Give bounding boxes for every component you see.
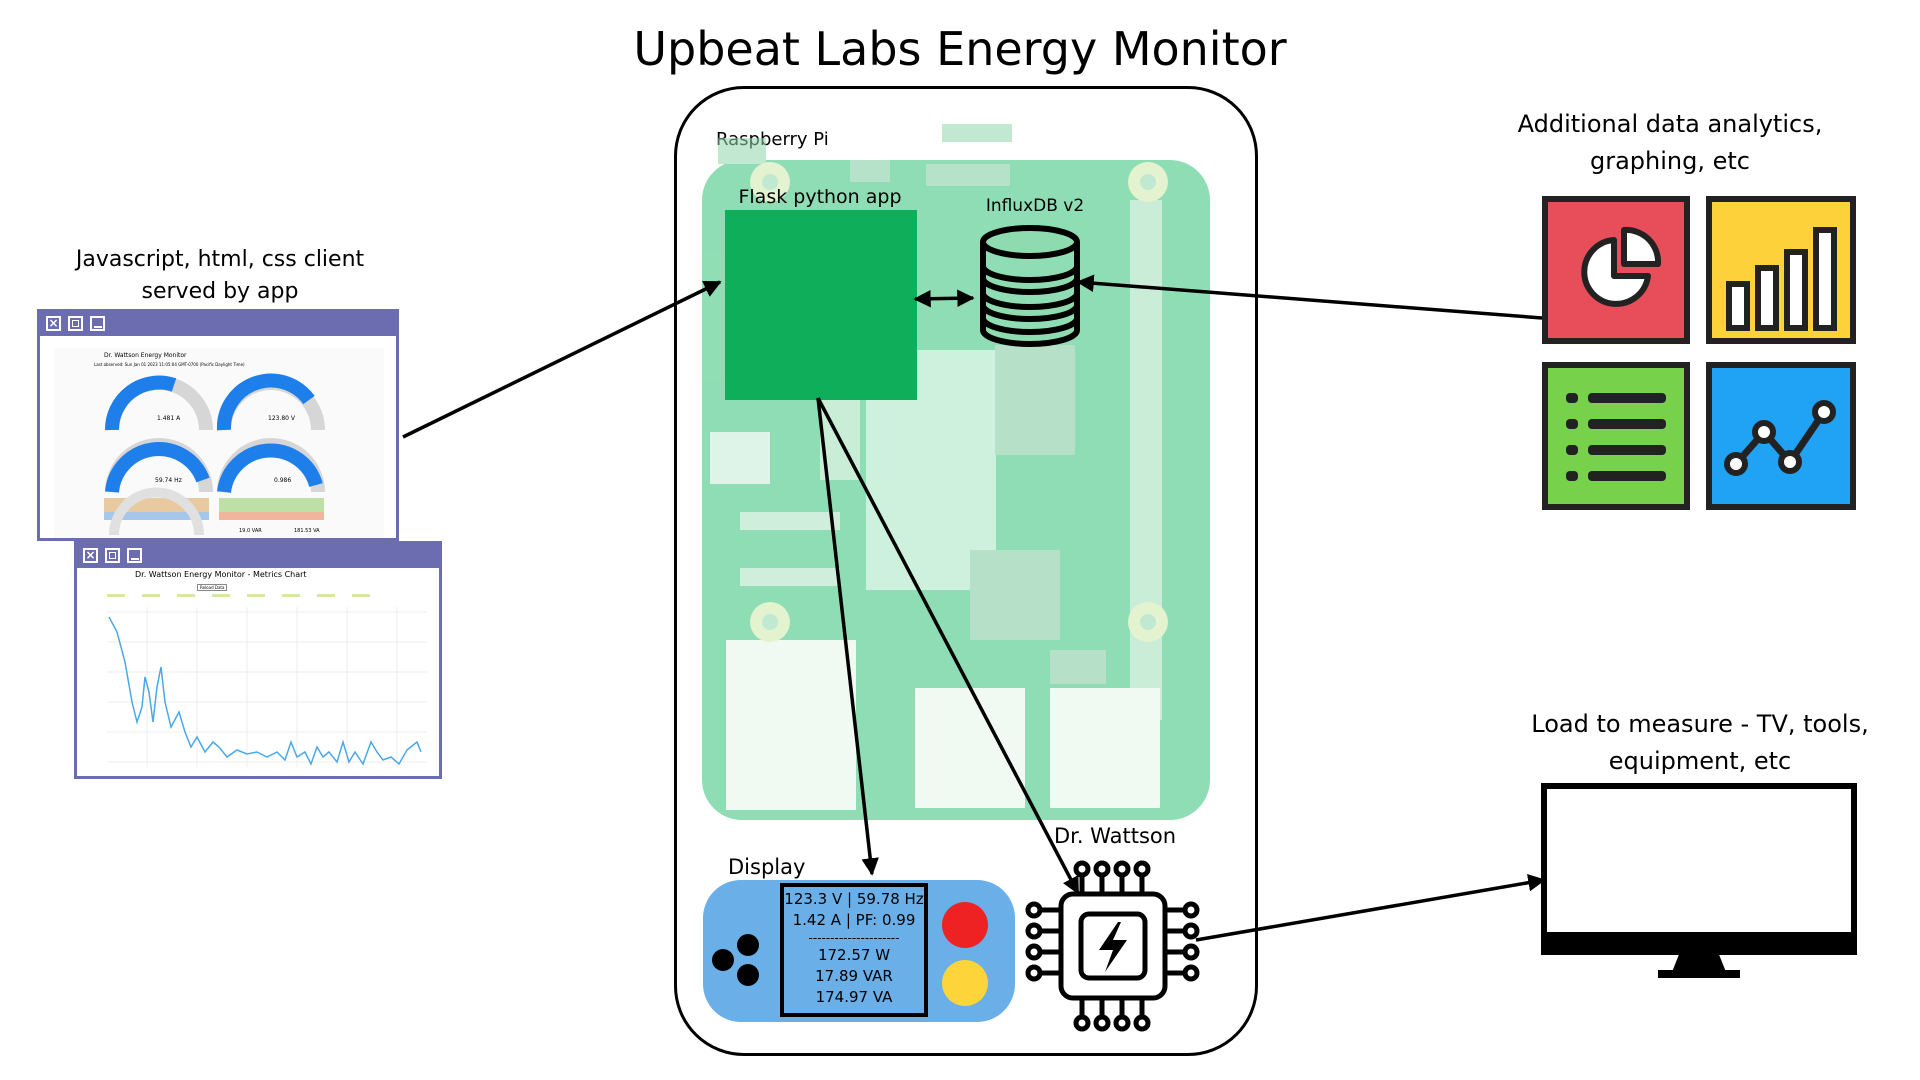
- influxdb-label: InfluxDB v2: [985, 196, 1085, 216]
- reload-data-button[interactable]: Reload Data: [197, 584, 228, 591]
- reading-var: 19.0 VAR: [239, 528, 262, 534]
- monitor-icon: [1541, 783, 1857, 978]
- list-icon: [1566, 393, 1666, 481]
- arrow-wattson-to-load: [1195, 874, 1546, 942]
- dr-wattson-label: Dr. Wattson: [1053, 824, 1177, 848]
- flask-app-label: Flask python app: [738, 186, 902, 208]
- client-label-line2: served by app: [141, 279, 299, 304]
- analytics-label-line1: Additional data analytics,: [1517, 110, 1823, 138]
- dashboard-subheading: Last observed: Sun Jan 01 2023 11:05:04 …: [94, 362, 245, 367]
- display-line-separator: ---------------------: [808, 931, 900, 945]
- metrics-chart: [107, 594, 427, 767]
- dashboard-gauges: [104, 373, 325, 535]
- database-icon: [980, 225, 1080, 347]
- display-line-current-pf: 1.42 A | PF: 0.99: [792, 911, 916, 929]
- client-window-chart: × Dr. Wattson Energy Monitor - Metrics C…: [74, 541, 442, 779]
- bar-chart-icon: [1726, 227, 1837, 331]
- flask-app-box: [725, 210, 917, 400]
- arrow-flask-to-wattson: [816, 397, 1080, 895]
- raspberry-pi-container: [674, 86, 1258, 1056]
- maximize-icon[interactable]: [105, 548, 120, 563]
- arrow-flask-to-display: [816, 397, 879, 876]
- chip-icon: [1025, 860, 1200, 1032]
- display-line-voltage-frequency: 123.3 V | 59.78 Hz: [784, 890, 924, 908]
- minimize-icon[interactable]: [127, 548, 142, 563]
- maximize-icon[interactable]: [68, 316, 83, 331]
- gauge-frequency-value: 59.74 Hz: [155, 477, 182, 484]
- arrow-analytics-to-influx: [1076, 274, 1543, 320]
- pie-chart-icon: [1581, 226, 1662, 307]
- arrow-client-to-flask: [402, 280, 722, 439]
- display-screen: 123.3 V | 59.78 Hz 1.42 A | PF: 0.99 ---…: [780, 883, 928, 1017]
- display-dpad: [710, 934, 770, 1000]
- gauge-power-factor-value: 0.986: [274, 477, 292, 484]
- dashboard-heading: Dr. Wattson Energy Monitor: [104, 352, 187, 359]
- chart-window-heading: Dr. Wattson Energy Monitor - Metrics Cha…: [135, 570, 307, 579]
- display-line-va: 174.97 VA: [815, 988, 893, 1006]
- analytics-label-line2: graphing, etc: [1590, 147, 1750, 175]
- display-label: Display: [728, 855, 806, 879]
- close-icon[interactable]: ×: [83, 548, 98, 563]
- minimize-icon[interactable]: [90, 316, 105, 331]
- load-label-line2: equipment, etc: [1608, 747, 1792, 775]
- gauge-current-value: 1.481 A: [157, 415, 181, 422]
- display-button-yellow: [942, 960, 988, 1006]
- client-label-line1: Javascript, html, css client: [75, 247, 365, 272]
- display-button-red: [942, 902, 988, 948]
- arrow-flask-influx: [913, 289, 975, 308]
- display-line-var: 17.89 VAR: [815, 967, 893, 985]
- line-chart-icon: [1724, 400, 1836, 476]
- load-label-line1: Load to measure - TV, tools,: [1531, 710, 1869, 738]
- list-tile: [1542, 362, 1690, 510]
- line-chart-tile: [1706, 362, 1856, 510]
- gauge-voltage-value: 123.80 V: [268, 415, 296, 422]
- reading-va: 181.53 VA: [294, 528, 320, 534]
- dashboard-page: Dr. Wattson Energy Monitor Last observed…: [54, 348, 384, 538]
- close-icon[interactable]: ×: [46, 316, 61, 331]
- client-window-dashboard: × Dr. Wattson Energy Monitor Last observ…: [37, 309, 399, 541]
- diagram-title: Upbeat Labs Energy Monitor: [633, 22, 1287, 76]
- display-line-watts: 172.57 W: [817, 946, 891, 964]
